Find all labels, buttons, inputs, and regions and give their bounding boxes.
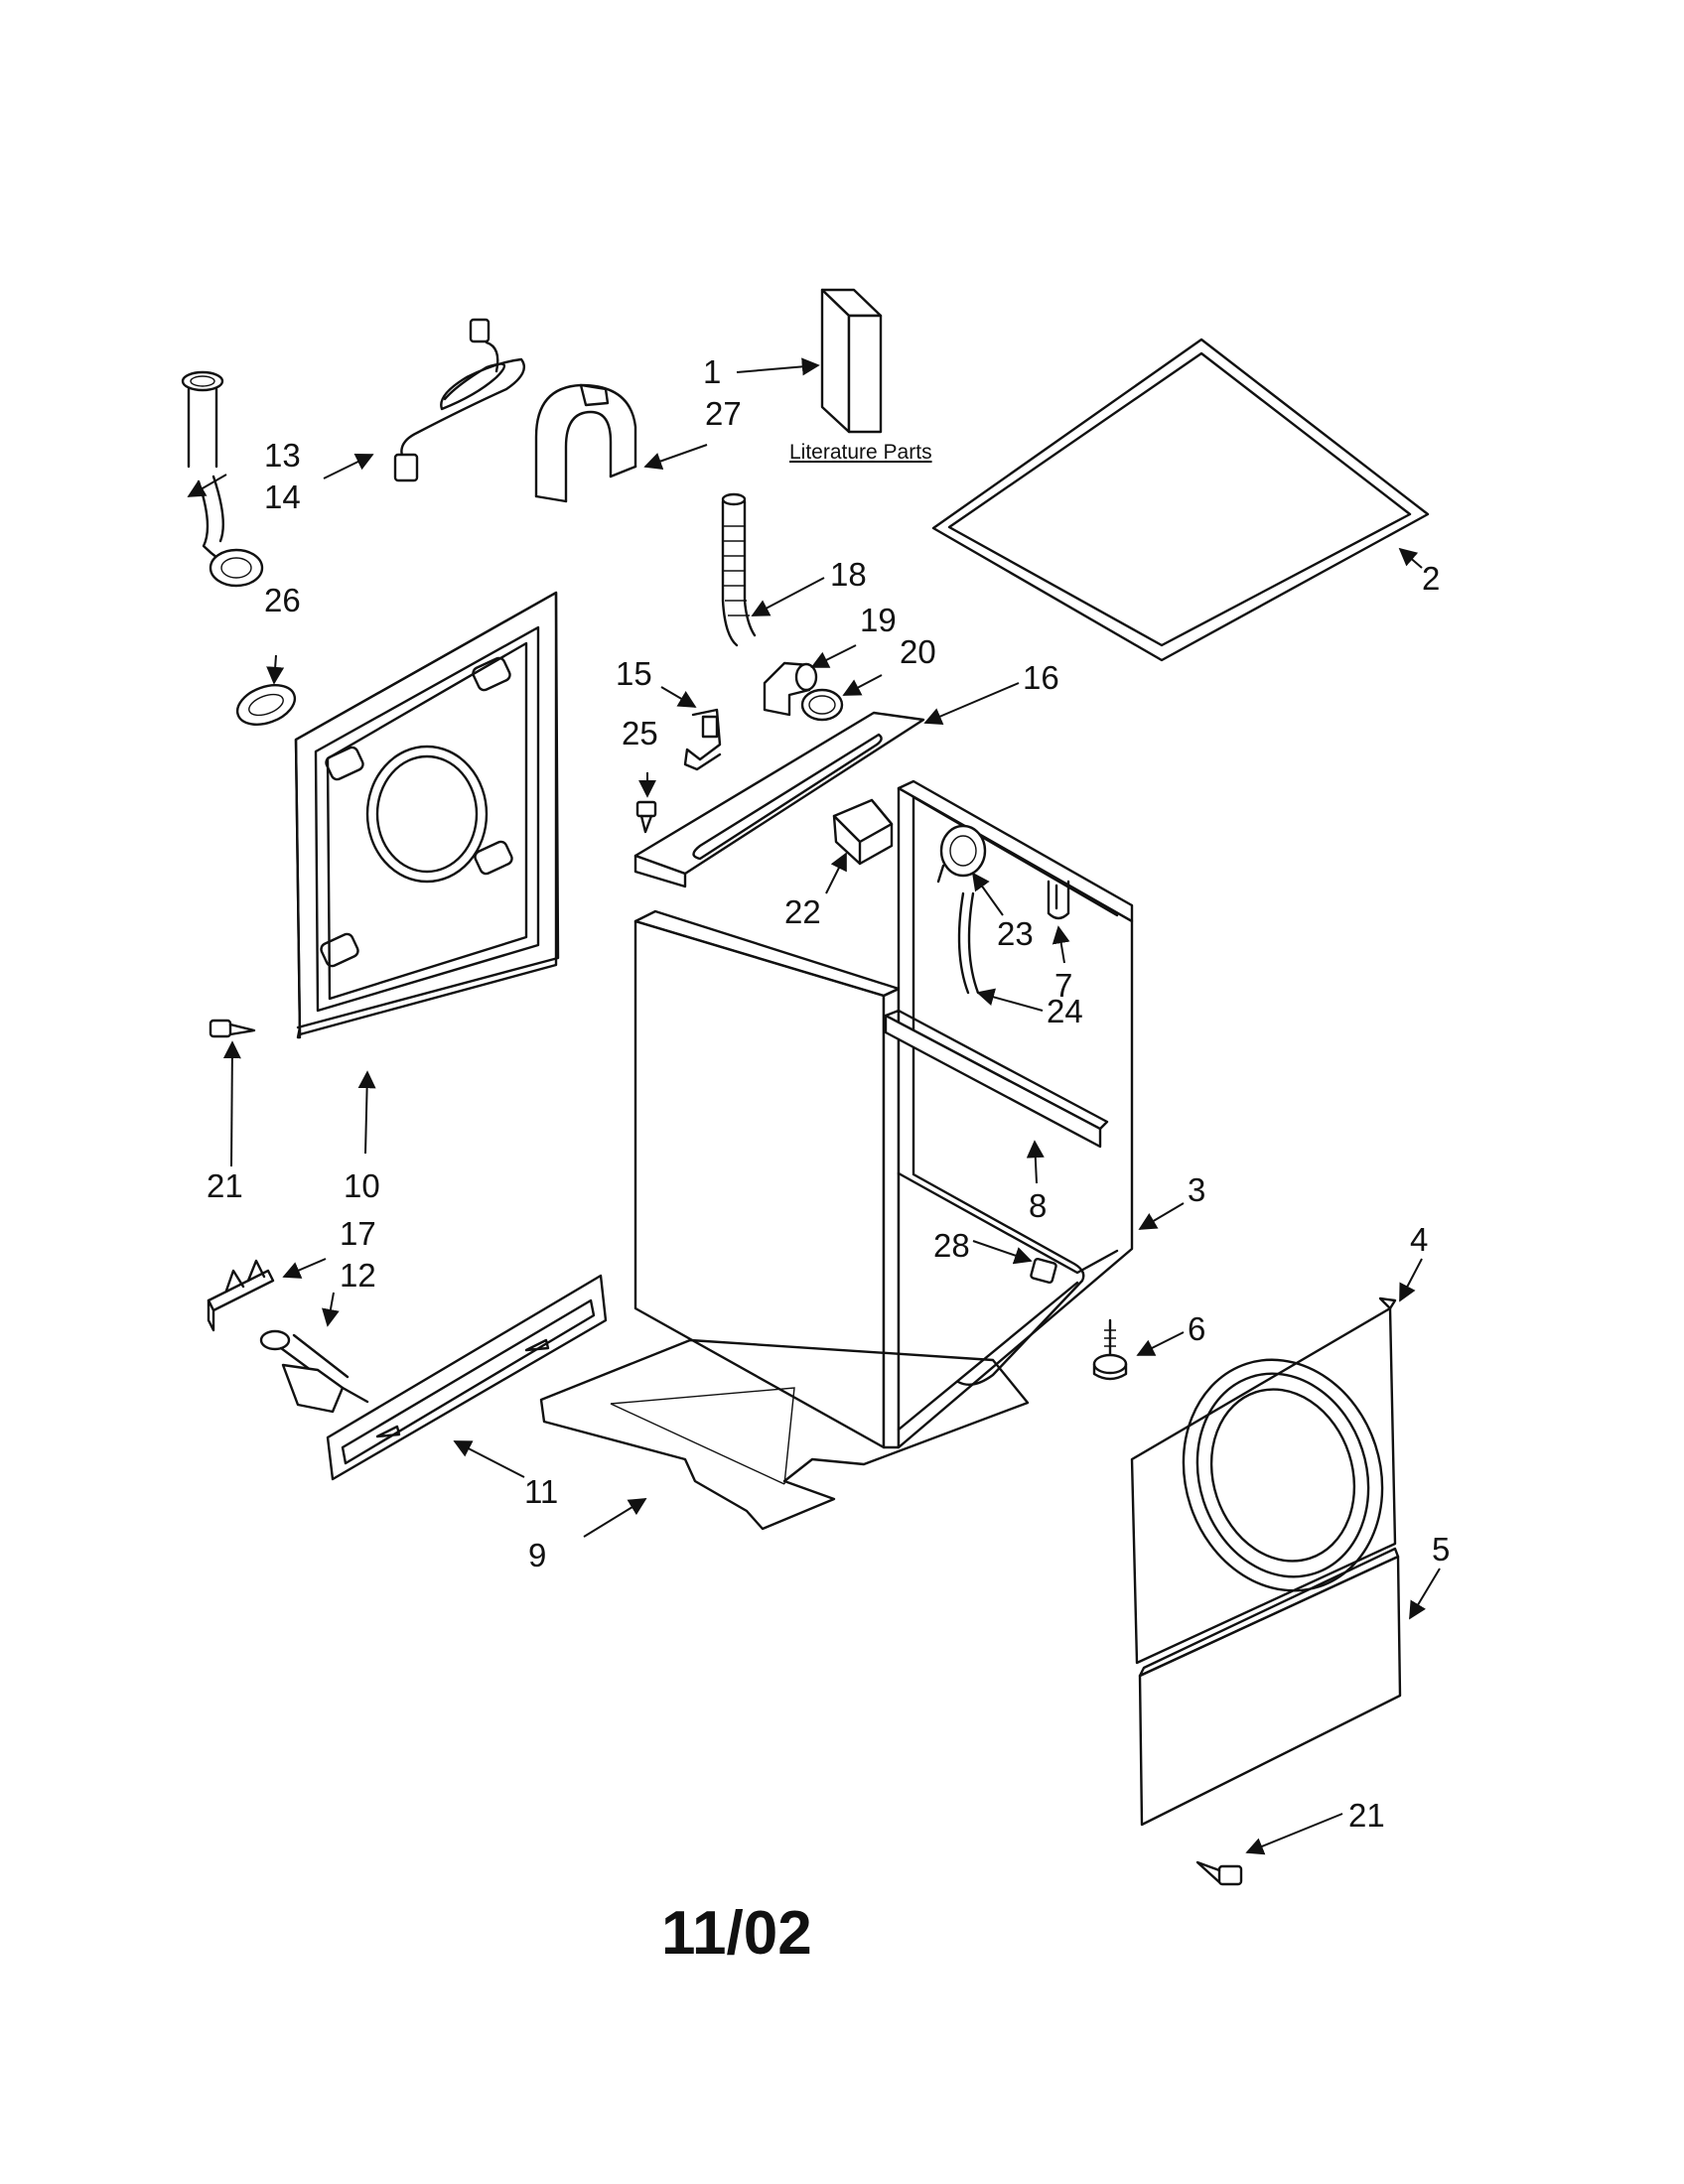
- literature-parts-label: Literature Parts: [789, 441, 932, 464]
- hose-hook: [534, 383, 637, 503]
- door-switch: [832, 798, 894, 866]
- cabinet-brace: [884, 1009, 1109, 1149]
- callout-1: 1: [703, 353, 721, 390]
- literature-booklet: [820, 288, 883, 434]
- callout-11: 11: [524, 1473, 558, 1510]
- base-pan: [539, 1338, 1030, 1531]
- date-code: 11/02: [661, 1899, 812, 1968]
- front-panel: [1130, 1297, 1397, 1665]
- callout-16: 16: [1023, 659, 1059, 696]
- callout-19: 19: [860, 602, 897, 638]
- callout-17: 17: [340, 1215, 376, 1252]
- screw-25: [635, 800, 657, 834]
- callout-13: 13: [264, 437, 301, 474]
- callout-7: 7: [1054, 967, 1072, 1004]
- bracket-17: [207, 1259, 275, 1332]
- callout-15: 15: [616, 655, 652, 692]
- drain-hose: [721, 492, 757, 647]
- callout-21-bottom: 21: [1348, 1797, 1385, 1834]
- callout-10: 10: [344, 1167, 380, 1204]
- callout-4: 4: [1410, 1221, 1428, 1258]
- shock-damper: [259, 1329, 369, 1414]
- hose-clip: [1047, 880, 1070, 920]
- hose-clamp: [800, 688, 844, 722]
- callout-25: 25: [622, 715, 658, 751]
- inlet-hose-part: [181, 370, 264, 588]
- callout-8: 8: [1029, 1187, 1047, 1224]
- callout-28: 28: [933, 1227, 970, 1264]
- callout-14: 14: [264, 478, 301, 515]
- leader-lines: [187, 357, 1441, 1855]
- callout-5: 5: [1432, 1531, 1450, 1568]
- callout-numbers: 1 2 3 4 5 6 7 8 9 10 11 12 13 14 15 16 1…: [207, 353, 1450, 1834]
- callout-22: 22: [784, 893, 821, 930]
- screw-21-bottom: [1195, 1860, 1243, 1886]
- pressure-tube: [957, 891, 980, 995]
- callout-9: 9: [528, 1537, 546, 1573]
- callout-23: 23: [997, 915, 1034, 952]
- hose-elbow: [763, 661, 818, 717]
- top-gasket: [931, 338, 1430, 662]
- callout-24: 24: [1047, 993, 1083, 1029]
- callout-2: 2: [1422, 560, 1440, 597]
- callout-18: 18: [830, 556, 867, 593]
- cabinet: [633, 779, 1134, 1449]
- hose-bracket: [683, 708, 722, 771]
- callout-3: 3: [1188, 1171, 1205, 1208]
- leveling-leg: [1092, 1318, 1128, 1381]
- pressure-switch: [936, 824, 987, 884]
- grommet: [235, 684, 297, 726]
- screw-21-left: [209, 1019, 256, 1038]
- callout-6: 6: [1188, 1310, 1205, 1347]
- callout-21: 21: [207, 1167, 243, 1204]
- callout-20: 20: [900, 633, 936, 670]
- callout-12: 12: [340, 1257, 376, 1294]
- kick-panel: [1138, 1547, 1402, 1827]
- base-rail: [326, 1274, 608, 1481]
- power-cord: [393, 318, 526, 482]
- callout-26: 26: [264, 582, 301, 618]
- clip-28: [1030, 1257, 1057, 1285]
- top-rail: [633, 711, 925, 888]
- rear-panel: [294, 591, 560, 1039]
- callout-27: 27: [705, 395, 742, 432]
